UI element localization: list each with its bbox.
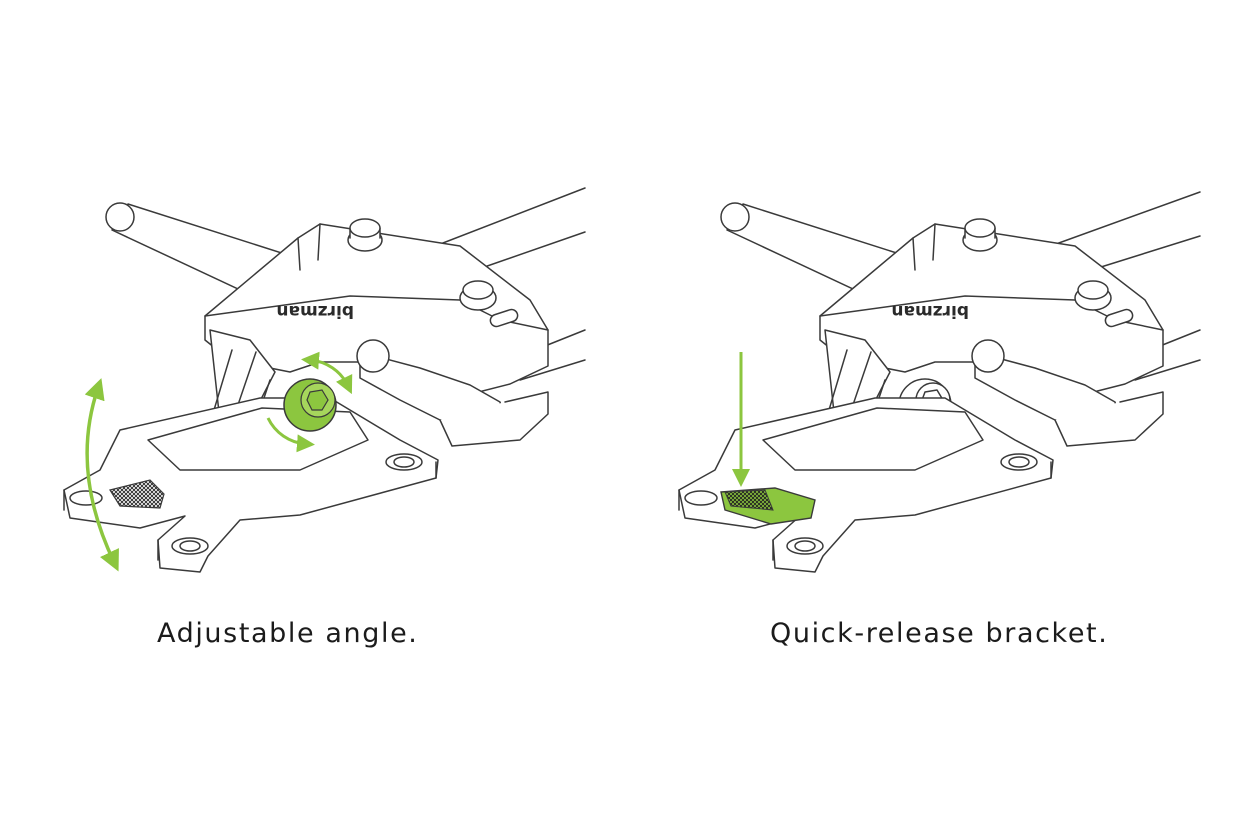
hinge-lever: [971, 339, 1164, 447]
panel-quick-release: birzman: [615, 0, 1245, 840]
caption-quick-release: Quick-release bracket.: [770, 618, 1109, 649]
bracket-illustration-angle: birzman: [63, 187, 586, 573]
angle-adjust-bolt: [283, 378, 337, 432]
caption-adjustable-angle: Adjustable angle.: [157, 618, 419, 649]
base-plate: [678, 397, 1054, 573]
panel-adjustable-angle: birzman: [63, 187, 586, 649]
angle-arrow-icon: [84, 378, 119, 572]
bracket-illustration-quick-release: birzman: [678, 191, 1201, 573]
quick-release-lever: [720, 487, 816, 525]
clamp-body: birzman: [819, 218, 1164, 399]
brand-logo: birzman: [276, 301, 354, 321]
hinge-lever: [356, 339, 549, 447]
brand-logo: birzman: [891, 301, 969, 321]
rotation-arrow-icon: [266, 351, 353, 453]
base-plate: [63, 397, 439, 573]
